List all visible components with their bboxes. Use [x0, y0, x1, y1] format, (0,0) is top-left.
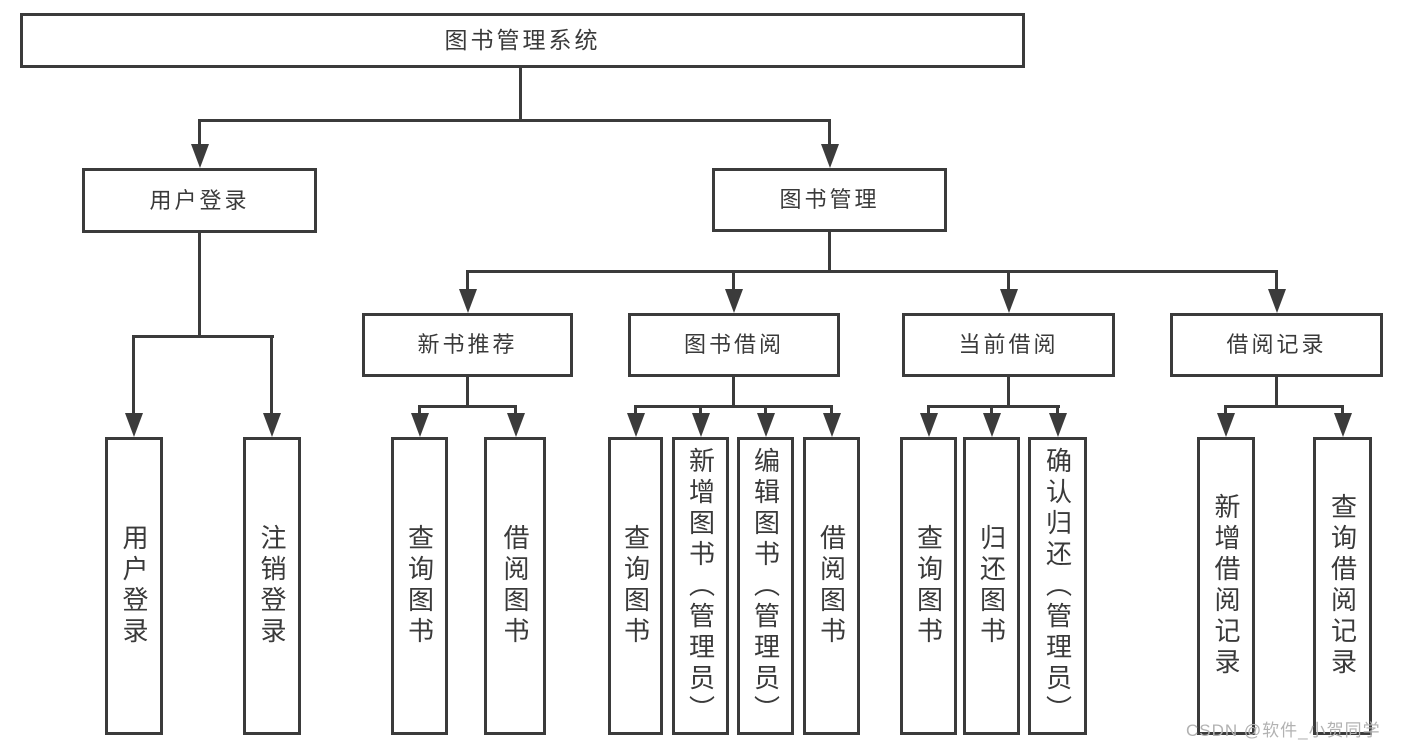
connector-line [1224, 405, 1227, 414]
connector-line [828, 232, 831, 272]
leaf-add-borrow-record: 新增借阅记录 [1197, 437, 1255, 735]
connector-arrowhead [920, 413, 938, 437]
leaf-add-book-admin: 新增图书（管理员） [672, 437, 729, 735]
connector-arrowhead [507, 413, 525, 437]
connector-line [1007, 270, 1010, 289]
connector-line [418, 405, 517, 408]
connector-arrowhead [757, 413, 775, 437]
node-root: 图书管理系统 [20, 13, 1025, 68]
node-new-book-recommend: 新书推荐 [362, 313, 573, 377]
connector-line [418, 405, 421, 414]
connector-line [198, 119, 831, 122]
leaf-query-book-3: 查询图书 [900, 437, 957, 735]
connector-arrowhead [1334, 413, 1352, 437]
connector-arrowhead [125, 413, 143, 437]
connector-line [764, 405, 767, 414]
leaf-logout: 注销登录 [243, 437, 301, 735]
leaf-borrow-book-2: 借阅图书 [803, 437, 860, 735]
csdn-watermark: CSDN @软件_小贺同学 [1186, 721, 1381, 740]
connector-line [466, 270, 1278, 273]
connector-arrowhead [692, 413, 710, 437]
connector-line [1341, 405, 1344, 414]
connector-line [1275, 270, 1278, 289]
connector-line [519, 68, 522, 119]
connector-line [634, 405, 833, 408]
connector-arrowhead [983, 413, 1001, 437]
connector-arrowhead [1000, 289, 1018, 313]
connector-line [198, 233, 201, 335]
leaf-edit-book-admin: 编辑图书（管理员） [737, 437, 794, 735]
connector-line [927, 405, 1060, 408]
connector-line [732, 377, 735, 405]
connector-line [198, 119, 201, 146]
node-book-management: 图书管理 [712, 168, 947, 232]
connector-line [634, 405, 637, 414]
leaf-return-book: 归还图书 [963, 437, 1020, 735]
connector-line [927, 405, 930, 414]
connector-arrowhead [823, 413, 841, 437]
connector-arrowhead [1217, 413, 1235, 437]
connector-arrowhead [627, 413, 645, 437]
connector-arrowhead [725, 289, 743, 313]
connector-arrowhead [821, 144, 839, 168]
connector-arrowhead [411, 413, 429, 437]
connector-line [1007, 377, 1010, 405]
connector-line [514, 405, 517, 414]
leaf-confirm-return-admin: 确认归还（管理员） [1028, 437, 1087, 735]
connector-arrowhead [191, 144, 209, 168]
connector-line [1224, 405, 1344, 408]
leaf-query-borrow-record: 查询借阅记录 [1313, 437, 1372, 735]
leaf-user-login: 用户登录 [105, 437, 163, 735]
connector-line [1056, 405, 1059, 414]
connector-line [132, 335, 135, 413]
connector-line [1275, 377, 1278, 405]
leaf-query-book-2: 查询图书 [608, 437, 663, 735]
connector-line [990, 405, 993, 414]
connector-line [466, 270, 469, 289]
node-user-login: 用户登录 [82, 168, 317, 233]
leaf-borrow-book-1: 借阅图书 [484, 437, 546, 735]
connector-line [132, 335, 274, 338]
connector-line [830, 405, 833, 414]
connector-arrowhead [263, 413, 281, 437]
connector-line [699, 405, 702, 414]
node-borrow-records: 借阅记录 [1170, 313, 1383, 377]
leaf-query-book-1: 查询图书 [391, 437, 448, 735]
connector-line [466, 377, 469, 405]
node-current-borrow: 当前借阅 [902, 313, 1115, 377]
connector-line [828, 119, 831, 146]
connector-arrowhead [1049, 413, 1067, 437]
connector-line [270, 335, 273, 413]
node-book-borrow: 图书借阅 [628, 313, 840, 377]
connector-arrowhead [1268, 289, 1286, 313]
connector-line [732, 270, 735, 289]
connector-arrowhead [459, 289, 477, 313]
